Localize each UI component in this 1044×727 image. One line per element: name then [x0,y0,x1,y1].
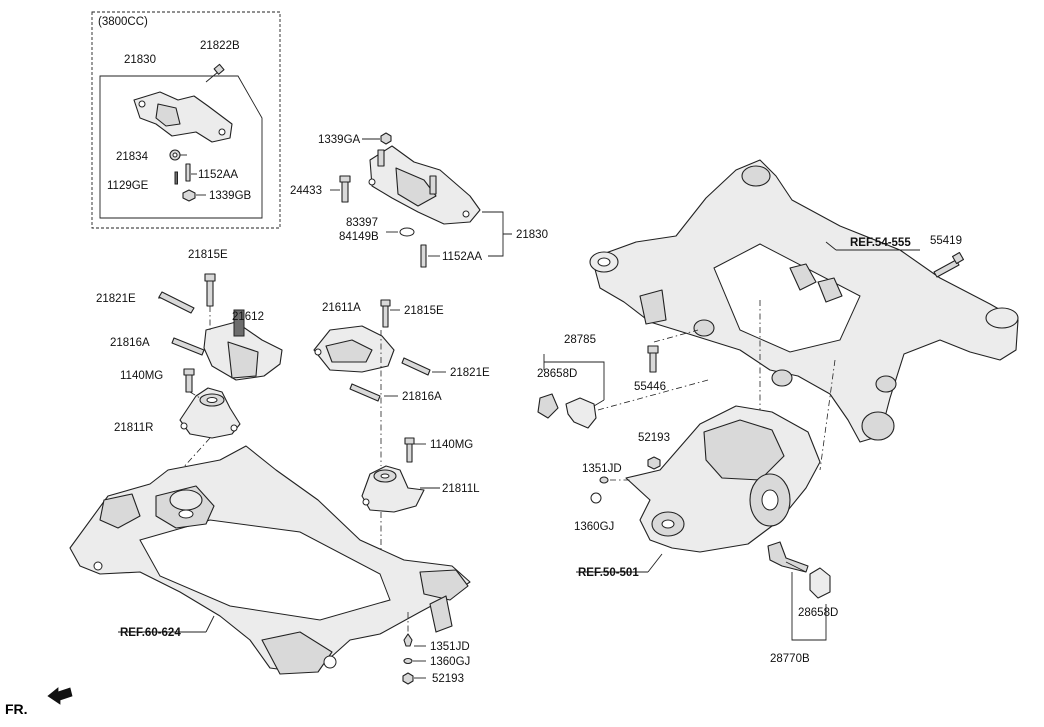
label-21830-inset: 21830 [124,54,156,66]
stud-1152aa-icon [185,163,191,182]
label-21611a: 21611A [322,302,361,314]
label-28658d-right: 28658D [798,607,838,619]
bolt-55446-icon [649,351,657,373]
bracket-21612 [203,309,283,381]
label-21816a-left: 21816A [110,337,150,349]
front-label: FR. [5,701,28,717]
label-21822b: 21822B [200,40,240,52]
engine-mount-21811l [361,465,425,513]
left-engine-mount-group: 21815E 21821E 21612 21816A 1140MG 21811R [96,249,283,481]
label-21815e-left: 21815E [188,249,228,261]
pin-1129ge-icon [174,171,178,185]
bolt-21816a-left-icon [171,337,205,356]
nut-52193-bottom-icon [402,672,414,685]
label-21816a-right: 21816A [402,391,442,403]
front-subframe: REF.60-624 [69,445,471,675]
bolt-21815e-right-icon [382,304,389,328]
label-3800cc: (3800CC) [98,16,148,28]
nut-1339gb-icon [182,189,196,202]
bolt-21821e-right-icon [401,357,431,376]
rear-subframe: REF.54-555 55419 55446 [589,159,1019,443]
nut-52193-right-icon [647,456,661,470]
label-24433: 24433 [290,185,322,197]
label-1152aa: 1152AA [442,251,482,263]
label-1339gb: 1339GB [209,190,252,202]
label-1129ge: 1129GE [107,180,149,192]
label-21830: 21830 [516,229,548,241]
bracket-28785-group: 28785 28658D [537,334,605,429]
label-21612: 21612 [232,311,264,323]
label-1140mg-left: 1140MG [120,370,163,382]
label-28785: 28785 [564,334,596,346]
label-21815e-right: 21815E [404,305,444,317]
bolt-55419-icon [933,259,960,278]
label-55419: 55419 [930,235,962,247]
bracket-28770b-group: 28658D 28770B [767,541,838,665]
nut-1339ga-icon [380,132,392,145]
front-indicator: FR. [5,687,73,717]
stud-1152aa-mid-icon [420,244,427,268]
rear-differential: 52193 1351JD 1360GJ REF.50-501 [574,405,821,579]
bracket-21611a [313,325,395,373]
label-1140mg-right: 1140MG [430,439,473,451]
label-21811l: 21811L [442,483,480,495]
label-1339ga: 1339GA [318,134,361,146]
label-21834: 21834 [116,151,149,163]
label-83397: 83397 [346,217,378,229]
label-1360gj-right: 1360GJ [574,521,614,533]
label-28658d-left: 28658D [537,368,577,380]
label-1351jd-right: 1351JD [582,463,622,475]
bolt-1140mg-right-icon [406,443,413,463]
label-52193-right: 52193 [638,432,670,444]
label-21821e-left: 21821E [96,293,136,305]
bolt-24433-icon [341,179,349,203]
bolt-21822b-icon [205,63,225,83]
label-21811r: 21811R [114,422,153,434]
group-3800cc: (3800CC) 21830 21822B 21834 1152AA 1129G… [91,11,281,229]
label-1360gj-bottom: 1360GJ [430,656,470,668]
ref-60-624: REF.60-624 [120,627,181,639]
label-28770b: 28770B [770,653,810,665]
bolt-21815e-left-icon [206,279,214,307]
front-arrow-icon [47,687,73,705]
bolt-21821e-left-icon [158,291,195,314]
ref-50-501: REF.50-501 [578,567,639,579]
ring-83397-icon [399,227,415,237]
label-55446: 55446 [634,381,666,393]
bolt-21816a-right-icon [349,383,381,402]
right-engine-mount-group: 21611A 21815E 21821E 21816A 1140MG 21811… [313,299,490,556]
label-1152aa-inset: 1152AA [198,169,238,181]
label-21821e-right: 21821E [450,367,490,379]
washer-1360gj-right-icon [590,492,602,504]
engine-mount-21811r [179,387,241,439]
front-subframe-hardware: 1351JD 1360GJ 52193 [402,612,470,685]
transmission-mount-group: 1339GA 24433 83397 84149B 21830 1152AA [290,132,548,268]
label-52193-bottom: 52193 [432,673,464,685]
bolt-1140mg-left-icon [185,373,193,393]
label-84149b: 84149B [339,231,379,243]
label-1351jd-bottom: 1351JD [430,641,470,653]
transmission-bracket-3800cc [133,91,233,143]
bolt-1351jd-right-icon [599,476,609,484]
washer-1360gj-bottom-icon [403,657,413,665]
bolt-1351jd-bottom-icon [403,633,413,647]
ref-54-555: REF.54-555 [850,237,911,249]
